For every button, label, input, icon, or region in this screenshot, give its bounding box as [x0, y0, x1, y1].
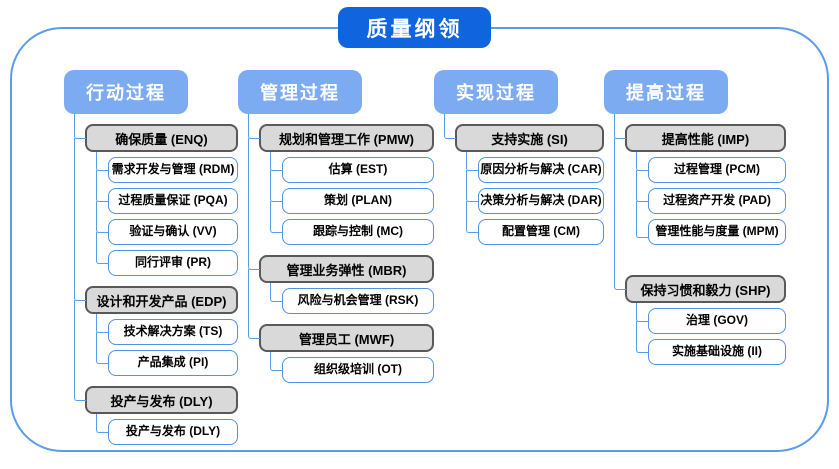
node-ts: 技术解决方案 (TS): [108, 319, 238, 345]
node-gov: 治理 (GOV): [648, 308, 786, 334]
group-si: 支持实施 (SI) 原因分析与解决 (CAR) 决策分析与解决 (DAR) 配置…: [434, 114, 604, 245]
node-mpm: 管理性能与度量 (MPM): [648, 219, 786, 245]
group-mbr: 管理业务弹性 (MBR) 风险与机会管理 (RSK): [238, 245, 434, 314]
group-shp: 保持习惯和毅力 (SHP) 治理 (GOV) 实施基础设施 (II): [604, 245, 786, 365]
row-mpm: 管理性能与度量 (MPM): [625, 214, 786, 245]
row-rdm: 需求开发与管理 (RDM): [85, 152, 238, 183]
row-pcm: 过程管理 (PCM): [625, 152, 786, 183]
node-pqa: 过程质量保证 (PQA): [108, 188, 238, 214]
column-management-process: 管理过程 规划和管理工作 (PMW) 估算 (EST) 策划 (PLAN) 跟踪…: [238, 70, 434, 445]
node-ii: 实施基础设施 (II): [648, 339, 786, 365]
row-car: 原因分析与解决 (CAR): [455, 152, 604, 183]
node-est: 估算 (EST): [282, 157, 434, 183]
node-plan: 策划 (PLAN): [282, 188, 434, 214]
column-realization-process: 实现过程 支持实施 (SI) 原因分析与解决 (CAR) 决策分析与解决 (DA…: [434, 70, 604, 445]
row-pad: 过程资产开发 (PAD): [625, 183, 786, 214]
root-node-title: 质量纲领: [338, 7, 491, 48]
row-pi: 产品集成 (PI): [85, 345, 238, 376]
node-pcm: 过程管理 (PCM): [648, 157, 786, 183]
row-pr: 同行评审 (PR): [85, 245, 238, 276]
node-rdm: 需求开发与管理 (RDM): [108, 157, 238, 183]
process-columns: 行动过程 确保质量 (ENQ) 需求开发与管理 (RDM) 过程质量保证 (PQ…: [64, 70, 786, 445]
node-pi: 产品集成 (PI): [108, 350, 238, 376]
row-est: 估算 (EST): [259, 152, 434, 183]
row-dar: 决策分析与解决 (DAR): [455, 183, 604, 214]
node-vv: 验证与确认 (VV): [108, 219, 238, 245]
branch-node-improvement-process: 提高过程: [604, 70, 728, 114]
node-mc: 跟踪与控制 (MC): [282, 219, 434, 245]
branch-node-action-process: 行动过程: [64, 70, 188, 114]
group-enq: 确保质量 (ENQ) 需求开发与管理 (RDM) 过程质量保证 (PQA) 验证…: [64, 114, 238, 276]
column-improvement-process: 提高过程 提高性能 (IMP) 过程管理 (PCM) 过程资产开发 (PAD) …: [604, 70, 786, 445]
row-dly-child: 投产与发布 (DLY): [85, 414, 238, 445]
branch-node-management-process: 管理过程: [238, 70, 362, 114]
node-imp: 提高性能 (IMP): [625, 124, 786, 152]
row-gov: 治理 (GOV): [625, 303, 786, 334]
row-rsk: 风险与机会管理 (RSK): [259, 283, 434, 314]
node-cm: 配置管理 (CM): [478, 219, 604, 245]
group-dly: 投产与发布 (DLY) 投产与发布 (DLY): [64, 376, 238, 445]
row-ot: 组织级培训 (OT): [259, 352, 434, 383]
node-dly: 投产与发布 (DLY): [85, 386, 238, 414]
node-dar: 决策分析与解决 (DAR): [478, 188, 604, 214]
node-pad: 过程资产开发 (PAD): [648, 188, 786, 214]
row-ts: 技术解决方案 (TS): [85, 314, 238, 345]
group-mwf: 管理员工 (MWF) 组织级培训 (OT): [238, 314, 434, 383]
node-car: 原因分析与解决 (CAR): [478, 157, 604, 183]
node-mwf: 管理员工 (MWF): [259, 324, 434, 352]
row-cm: 配置管理 (CM): [455, 214, 604, 245]
node-si: 支持实施 (SI): [455, 124, 604, 152]
row-vv: 验证与确认 (VV): [85, 214, 238, 245]
node-enq: 确保质量 (ENQ): [85, 124, 238, 152]
column-action-process: 行动过程 确保质量 (ENQ) 需求开发与管理 (RDM) 过程质量保证 (PQ…: [64, 70, 238, 445]
group-edp: 设计和开发产品 (EDP) 技术解决方案 (TS) 产品集成 (PI): [64, 276, 238, 376]
node-pr: 同行评审 (PR): [108, 250, 238, 276]
node-mbr: 管理业务弹性 (MBR): [259, 255, 434, 283]
row-ii: 实施基础设施 (II): [625, 334, 786, 365]
node-edp: 设计和开发产品 (EDP): [85, 286, 238, 314]
node-rsk: 风险与机会管理 (RSK): [282, 288, 434, 314]
row-pqa: 过程质量保证 (PQA): [85, 183, 238, 214]
group-imp: 提高性能 (IMP) 过程管理 (PCM) 过程资产开发 (PAD) 管理性能与…: [604, 114, 786, 245]
node-dly-child: 投产与发布 (DLY): [108, 419, 238, 445]
node-shp: 保持习惯和毅力 (SHP): [625, 275, 786, 303]
row-plan: 策划 (PLAN): [259, 183, 434, 214]
row-mc: 跟踪与控制 (MC): [259, 214, 434, 245]
node-ot: 组织级培训 (OT): [282, 357, 434, 383]
branch-node-realization-process: 实现过程: [434, 70, 558, 114]
group-pmw: 规划和管理工作 (PMW) 估算 (EST) 策划 (PLAN) 跟踪与控制 (…: [238, 114, 434, 245]
node-pmw: 规划和管理工作 (PMW): [259, 124, 434, 152]
